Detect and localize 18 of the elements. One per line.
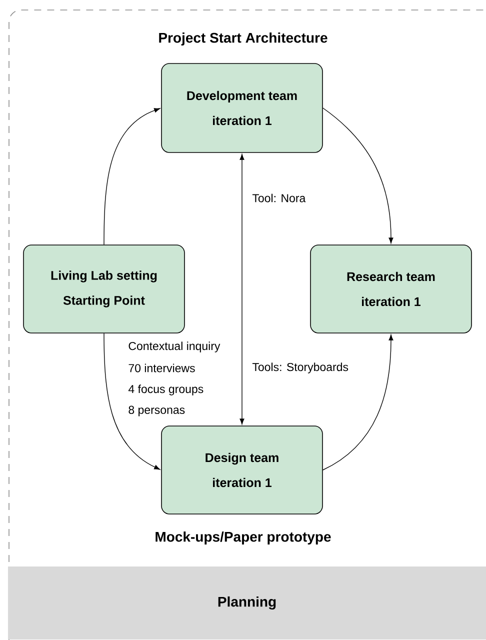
heading: Project Start Architecture	[159, 32, 328, 46]
team-box: Research team iteration 1	[310, 244, 472, 334]
annotation: 4 focus groups	[128, 384, 204, 396]
edge-label: Tool: Nora	[251, 192, 307, 204]
annotation: Tools: Storyboards	[252, 362, 348, 374]
annotation: Contextual inquiry	[128, 342, 220, 352]
team-box: Living Lab setting Starting Point	[23, 244, 185, 334]
arrow	[322, 108, 394, 244]
heading: Mock-ups/Paper prototype	[156, 531, 331, 545]
team-box: Design team iteration 1	[161, 426, 323, 514]
arrow	[104, 108, 160, 245]
annotation: 70 interviews	[128, 364, 195, 372]
annotation: 8 personas	[128, 406, 185, 416]
arrow	[322, 334, 394, 470]
arrow	[240, 154, 244, 424]
arrow	[104, 333, 160, 470]
planning-band: Planning	[8, 566, 486, 640]
team-box: Development team iteration 1	[161, 63, 323, 153]
